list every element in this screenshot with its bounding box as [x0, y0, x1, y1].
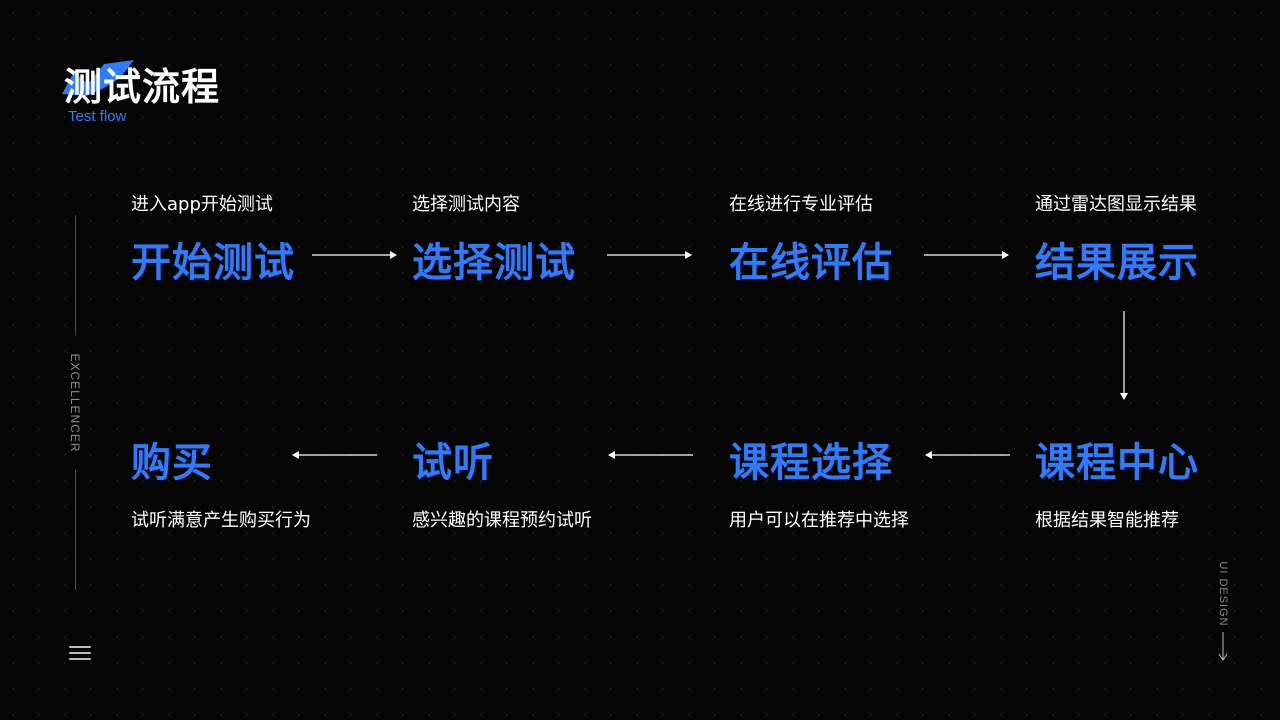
step-5-title: 课程中心	[1035, 440, 1199, 486]
arrow-left-icon	[925, 451, 1010, 459]
step-2-desc: 选择测试内容	[412, 194, 520, 215]
page-title-group: 测试流程	[62, 56, 220, 109]
brush-stroke-icon	[62, 60, 134, 96]
step-2-title: 选择测试	[412, 240, 576, 286]
step-3-desc: 在线进行专业评估	[729, 194, 873, 215]
step-7-desc: 感兴趣的课程预约试听	[412, 510, 592, 531]
page-title: 测试流程	[64, 65, 221, 109]
step-8-title: 购买	[131, 440, 213, 486]
step-1-title: 开始测试	[131, 240, 295, 286]
arrow-left-icon	[292, 451, 377, 459]
step-8-desc: 试听满意产生购买行为	[131, 510, 311, 531]
arrow-down-icon	[1120, 311, 1128, 400]
menu-icon[interactable]	[69, 646, 91, 662]
arrow-right-icon	[924, 251, 1009, 259]
step-5-desc: 根据结果智能推荐	[1035, 510, 1179, 531]
step-7-title: 试听	[412, 440, 494, 486]
step-4-title: 结果展示	[1035, 240, 1199, 286]
side-divider-bottom	[75, 470, 76, 590]
step-4-desc: 通过雷达图显示结果	[1035, 194, 1197, 215]
step-6-desc: 用户可以在推荐中选择	[729, 510, 909, 531]
side-brand-text: EXCELLENCER	[68, 353, 82, 453]
side-ui-design-text: UI DESIGN	[1217, 561, 1229, 627]
step-6-title: 课程选择	[729, 440, 893, 486]
side-divider-top	[75, 215, 76, 335]
arrow-left-icon	[608, 451, 693, 459]
step-1-desc: 进入app开始测试	[131, 194, 273, 215]
step-3-title: 在线评估	[729, 240, 893, 286]
down-arrow-icon	[1218, 632, 1228, 661]
page-subtitle: Test flow	[68, 108, 127, 125]
arrow-right-icon	[312, 251, 397, 259]
arrow-right-icon	[607, 251, 692, 259]
